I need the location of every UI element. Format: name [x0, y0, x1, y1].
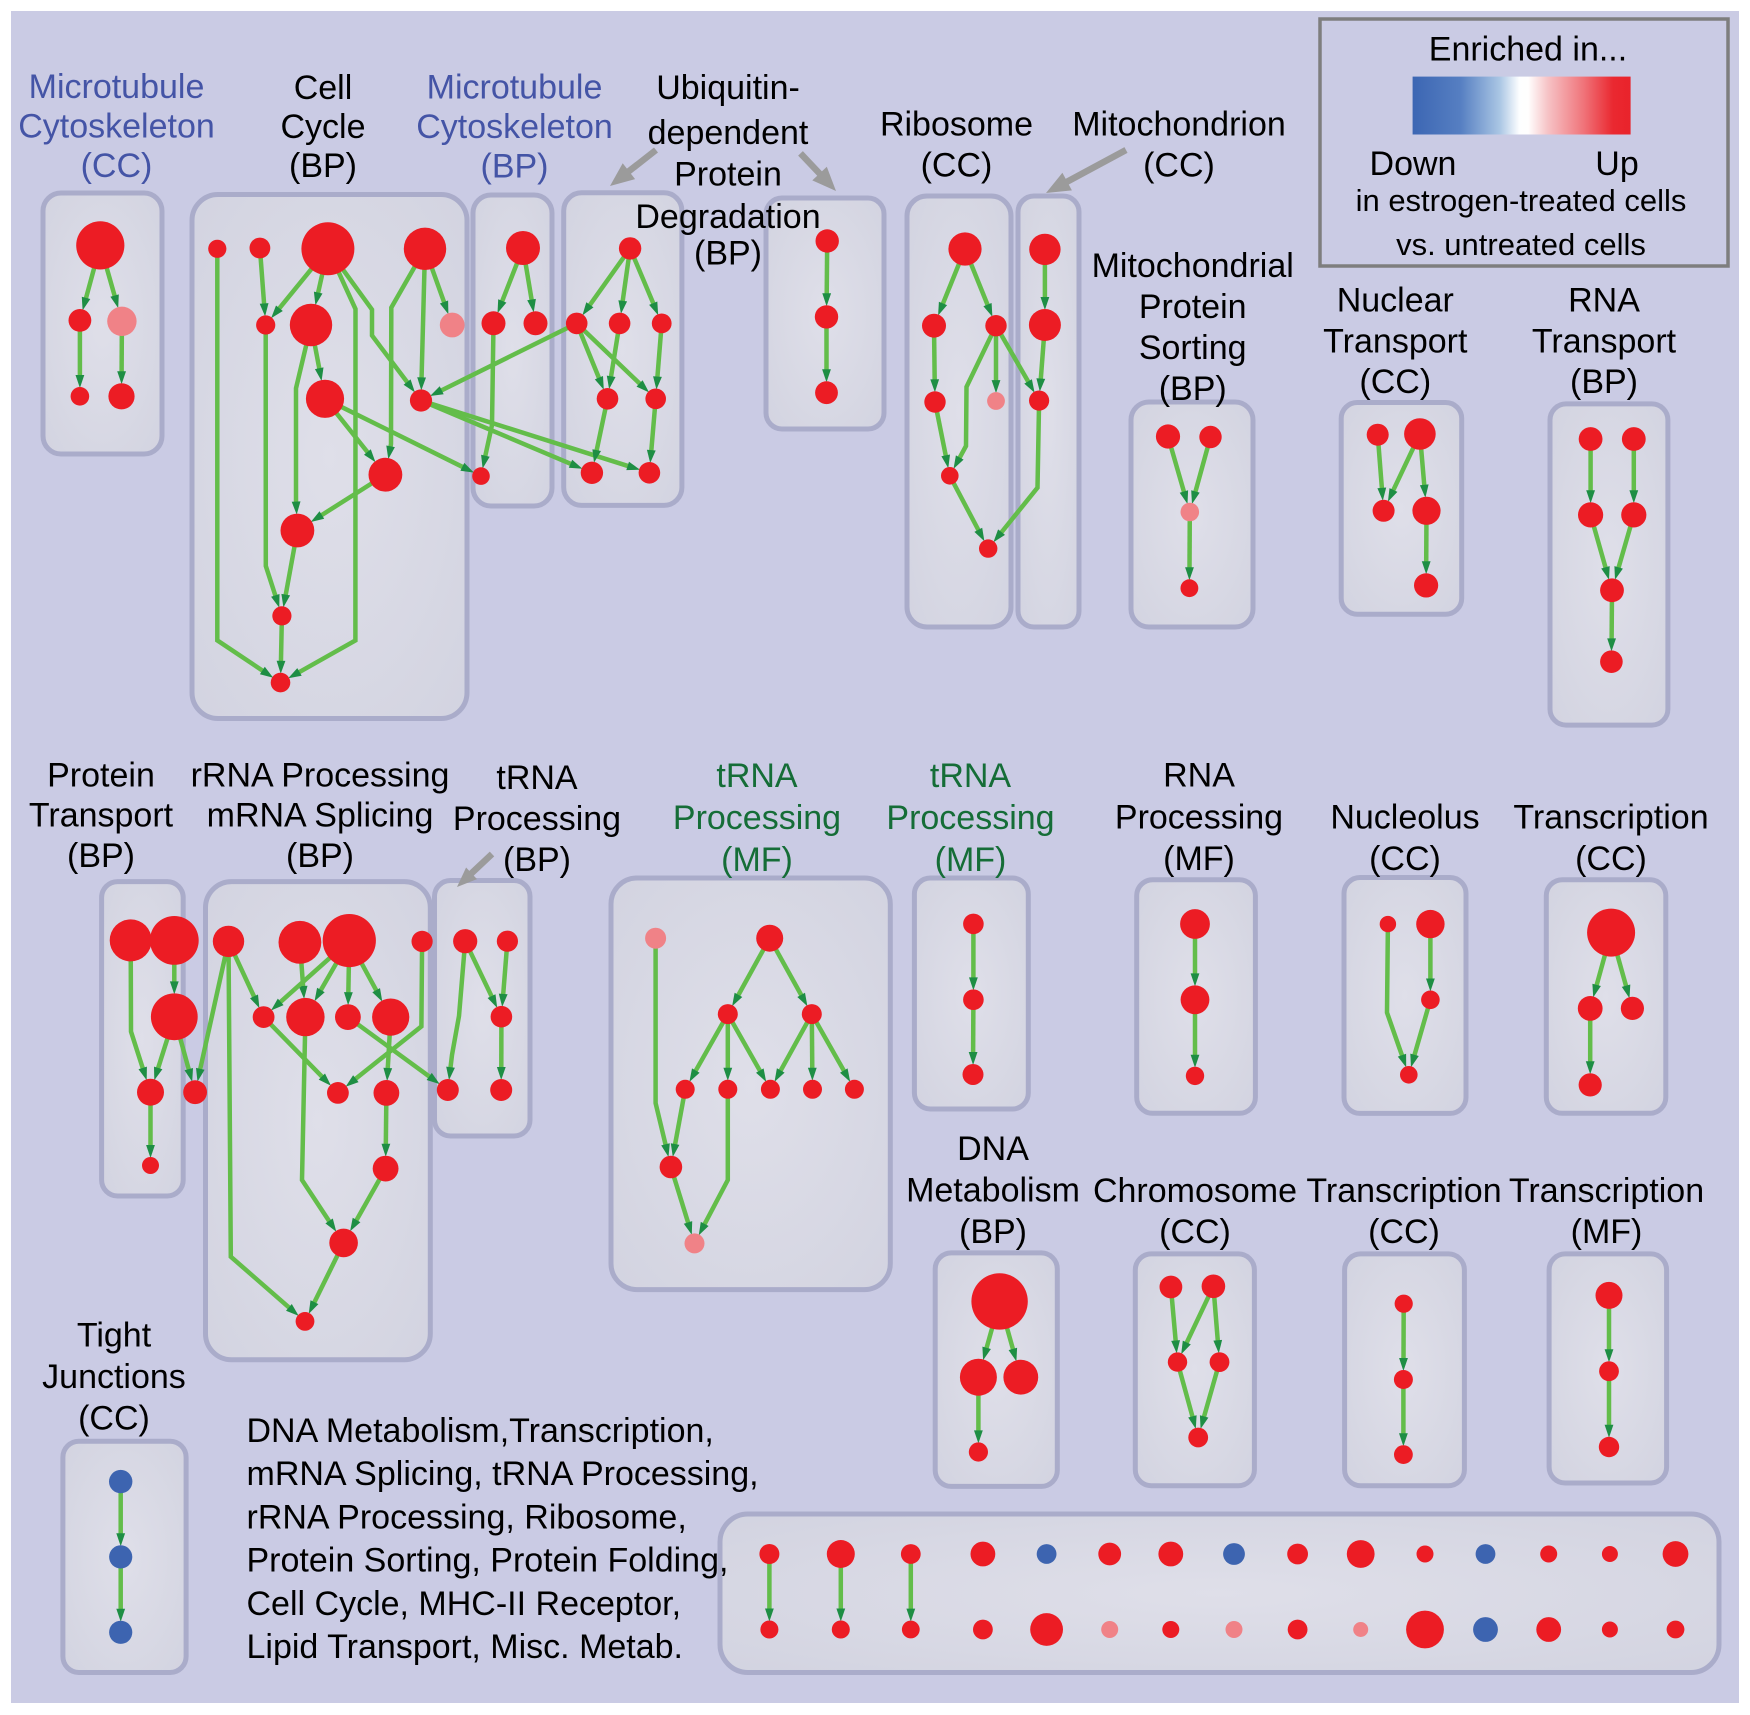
svg-text:Mitochondrial: Mitochondrial [1092, 247, 1294, 285]
svg-text:Ubiquitin-: Ubiquitin- [656, 69, 800, 107]
svg-text:Junctions: Junctions [42, 1358, 186, 1396]
svg-text:Mitochondrion: Mitochondrion [1072, 106, 1286, 144]
svg-text:vs. untreated cells: vs. untreated cells [1396, 227, 1646, 262]
svg-text:(BP): (BP) [67, 837, 135, 875]
svg-text:Processing: Processing [886, 799, 1054, 837]
svg-text:Ribosome: Ribosome [880, 106, 1033, 144]
svg-text:DNA: DNA [957, 1130, 1029, 1168]
svg-text:Enriched in...: Enriched in... [1429, 31, 1627, 69]
svg-text:(BP): (BP) [503, 841, 571, 879]
svg-text:Microtubule: Microtubule [427, 69, 603, 107]
svg-text:mRNA Splicing: mRNA Splicing [207, 797, 434, 835]
svg-text:Processing: Processing [1115, 798, 1283, 836]
svg-text:Nuclear: Nuclear [1337, 282, 1454, 320]
svg-text:(CC): (CC) [1159, 1213, 1231, 1251]
svg-text:Transcription: Transcription [1513, 798, 1708, 836]
svg-text:mRNA Splicing, tRNA Processing: mRNA Splicing, tRNA Processing, [247, 1455, 759, 1493]
svg-text:Sorting: Sorting [1139, 329, 1247, 367]
svg-text:(CC): (CC) [81, 147, 153, 185]
svg-text:Microtubule: Microtubule [29, 68, 205, 106]
svg-text:(BP): (BP) [286, 837, 354, 875]
svg-text:Transport: Transport [29, 797, 174, 835]
svg-text:(CC): (CC) [78, 1400, 150, 1438]
svg-text:Cell: Cell [294, 69, 353, 107]
svg-text:Metabolism: Metabolism [906, 1172, 1080, 1210]
svg-text:Protein Sorting, Protein Foldi: Protein Sorting, Protein Folding, [247, 1542, 729, 1580]
svg-text:dependent: dependent [648, 114, 809, 152]
svg-text:Lipid Transport, Misc. Metab.: Lipid Transport, Misc. Metab. [247, 1628, 684, 1666]
svg-text:(BP): (BP) [694, 235, 762, 273]
svg-text:tRNA: tRNA [716, 757, 798, 795]
svg-text:rRNA Processing: rRNA Processing [191, 757, 450, 795]
svg-text:Degradation: Degradation [635, 198, 820, 236]
svg-text:(BP): (BP) [1159, 370, 1227, 408]
svg-text:RNA: RNA [1163, 757, 1235, 795]
svg-text:Processing: Processing [453, 800, 621, 838]
svg-text:Protein: Protein [1139, 288, 1247, 326]
svg-text:Cell Cycle, MHC-II Receptor,: Cell Cycle, MHC-II Receptor, [247, 1585, 682, 1623]
svg-text:(CC): (CC) [921, 147, 993, 185]
svg-text:(CC): (CC) [1368, 1213, 1440, 1251]
svg-text:rRNA Processing, Ribosome,: rRNA Processing, Ribosome, [247, 1498, 687, 1536]
svg-text:tRNA: tRNA [930, 757, 1012, 795]
svg-text:Processing: Processing [673, 799, 841, 837]
svg-text:Transcription: Transcription [1509, 1172, 1704, 1210]
svg-text:Nucleolus: Nucleolus [1330, 798, 1479, 836]
svg-text:(CC): (CC) [1369, 840, 1441, 878]
svg-text:Protein: Protein [674, 156, 782, 194]
svg-text:Up: Up [1595, 145, 1638, 183]
svg-text:(CC): (CC) [1575, 840, 1647, 878]
svg-text:Cytoskeleton: Cytoskeleton [18, 108, 215, 146]
svg-text:(BP): (BP) [959, 1213, 1027, 1251]
svg-text:Chromosome: Chromosome [1093, 1172, 1297, 1210]
svg-text:in estrogen-treated cells: in estrogen-treated cells [1356, 183, 1687, 218]
svg-text:DNA Metabolism,Transcription,: DNA Metabolism,Transcription, [247, 1412, 714, 1450]
svg-text:(MF): (MF) [1571, 1213, 1643, 1251]
svg-text:Transcription: Transcription [1306, 1172, 1501, 1210]
svg-text:Transport: Transport [1323, 322, 1468, 360]
svg-text:(CC): (CC) [1359, 363, 1431, 401]
svg-text:(MF): (MF) [1163, 840, 1235, 878]
svg-text:(BP): (BP) [289, 147, 357, 185]
svg-text:(BP): (BP) [1570, 363, 1638, 401]
svg-text:(BP): (BP) [481, 148, 549, 186]
svg-text:Cytoskeleton: Cytoskeleton [416, 108, 613, 146]
svg-text:Protein: Protein [47, 757, 155, 795]
svg-text:(MF): (MF) [721, 841, 793, 879]
svg-text:(MF): (MF) [935, 841, 1007, 879]
svg-text:Tight: Tight [77, 1317, 152, 1355]
svg-text:tRNA: tRNA [496, 759, 578, 797]
svg-text:Down: Down [1370, 145, 1457, 183]
svg-text:RNA: RNA [1568, 282, 1640, 320]
svg-text:Cycle: Cycle [280, 108, 365, 146]
svg-text:(CC): (CC) [1143, 147, 1215, 185]
svg-text:Transport: Transport [1532, 322, 1677, 360]
